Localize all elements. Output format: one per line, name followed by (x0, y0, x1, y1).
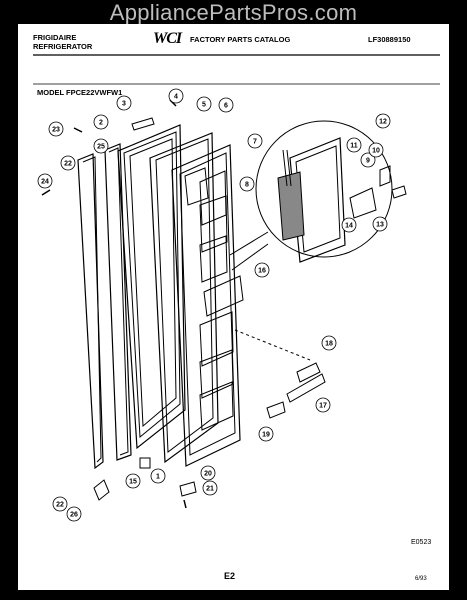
svg-text:6: 6 (224, 103, 228, 110)
callout-1: 1 (150, 468, 166, 484)
print-date: 6/93 (415, 576, 427, 582)
door-liner-frame (104, 143, 132, 461)
svg-text:13: 13 (376, 222, 384, 229)
callout-4: 4 (168, 88, 184, 104)
callout-26: 26 (66, 506, 82, 522)
svg-text:1: 1 (156, 474, 160, 481)
callout-12: 12 (375, 113, 391, 129)
callout-8: 8 (239, 176, 255, 192)
svg-text:9: 9 (366, 158, 370, 165)
svg-text:22: 22 (64, 161, 72, 168)
callout-22: 22 (60, 155, 76, 171)
callout-17: 17 (315, 397, 331, 413)
callout-13: 13 (372, 216, 388, 232)
callout-19: 19 (258, 426, 274, 442)
callout-9: 9 (360, 152, 376, 168)
svg-text:18: 18 (325, 341, 333, 348)
wci-logo: WCI (153, 30, 182, 47)
callout-25: 25 (93, 138, 109, 154)
inner-door-liner (171, 144, 244, 467)
svg-text:25: 25 (97, 144, 105, 151)
callout-23: 23 (48, 121, 64, 137)
svg-text:20: 20 (204, 471, 212, 478)
catalog-title: FACTORY PARTS CATALOG (190, 35, 291, 44)
svg-text:3: 3 (122, 101, 126, 108)
callout-3: 3 (116, 95, 132, 111)
callout-2: 2 (93, 114, 109, 130)
callout-16: 16 (254, 262, 270, 278)
door-gasket-frame (117, 124, 186, 450)
svg-text:15: 15 (129, 479, 137, 486)
callout-18: 18 (321, 335, 337, 351)
svg-text:4: 4 (174, 94, 178, 101)
svg-text:12: 12 (379, 119, 387, 126)
callout-14: 14 (341, 217, 357, 233)
callout-6: 6 (218, 97, 234, 113)
figure-code: E0523 (411, 539, 432, 546)
callout-15: 15 (125, 473, 141, 489)
callout-24: 24 (37, 173, 53, 189)
callout-10: 10 (368, 142, 384, 158)
svg-text:10: 10 (372, 148, 380, 155)
svg-text:23: 23 (52, 127, 60, 134)
callout-21: 21 (202, 480, 218, 496)
page-number: E2 (224, 571, 236, 581)
svg-text:24: 24 (41, 179, 49, 186)
brand-line-1: FRIGIDAIRE (33, 33, 77, 42)
model-number: MODEL FPCE22VWFW1 (37, 88, 123, 97)
callout-20: 20 (200, 465, 216, 481)
door-gasket-strip (77, 153, 104, 470)
callout-5: 5 (196, 96, 212, 112)
dispenser-assembly (229, 120, 407, 271)
svg-text:2: 2 (99, 120, 103, 127)
svg-text:14: 14 (345, 223, 353, 230)
svg-text:21: 21 (206, 486, 214, 493)
callout-11: 11 (346, 137, 362, 153)
svg-text:17: 17 (319, 403, 327, 410)
watermark: AppliancePartsPros.com (109, 0, 358, 25)
svg-text:7: 7 (253, 139, 257, 146)
svg-text:26: 26 (70, 512, 78, 519)
svg-text:5: 5 (202, 102, 206, 109)
brand-line-2: REFRIGERATOR (33, 42, 93, 51)
svg-text:16: 16 (258, 268, 266, 275)
svg-text:8: 8 (245, 182, 249, 189)
svg-text:11: 11 (350, 143, 358, 150)
svg-text:19: 19 (262, 432, 270, 439)
svg-text:22: 22 (56, 502, 64, 509)
hinge-hardware (93, 117, 326, 501)
callout-22: 22 (52, 496, 68, 512)
callout-7: 7 (247, 133, 263, 149)
catalog-number: LF30889150 (368, 35, 411, 44)
